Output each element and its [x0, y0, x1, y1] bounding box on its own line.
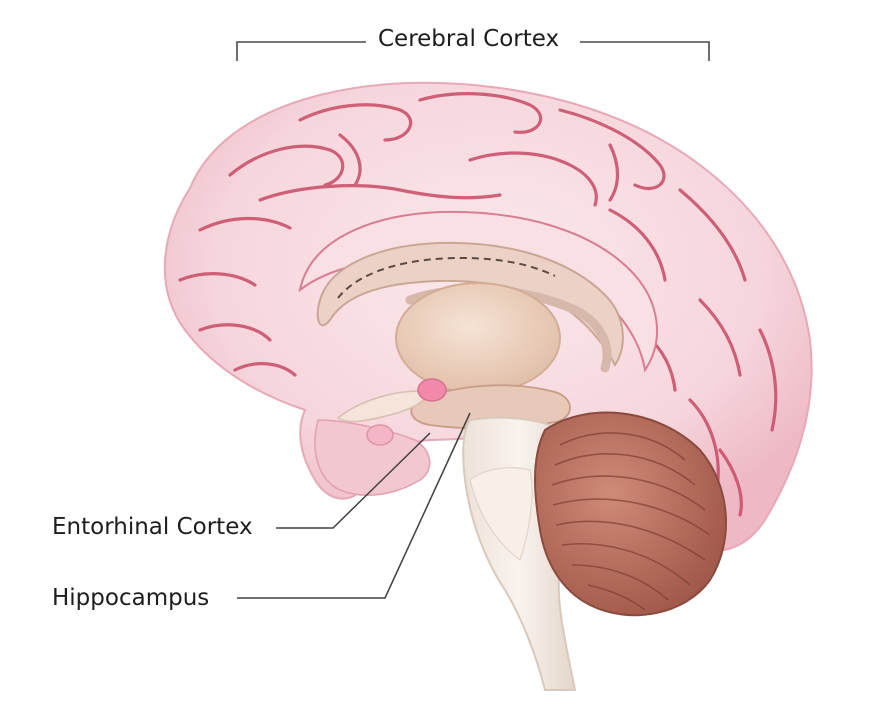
cerebral-cortex-label: Cerebral Cortex — [378, 26, 560, 52]
pons — [469, 467, 533, 561]
entorhinal-cortex-label: Entorhinal Cortex — [52, 514, 253, 540]
sulci — [178, 92, 778, 517]
hippocampus-leader — [237, 412, 471, 599]
hippocampus-label: Hippocampus — [52, 585, 210, 611]
optic-chiasm — [336, 390, 432, 423]
pituitary — [366, 424, 394, 446]
hippocampus-structure — [410, 384, 571, 430]
entorhinal-leader — [276, 432, 431, 529]
cerebellum-folia — [551, 432, 711, 611]
cortex-bracket — [236, 41, 710, 61]
leader-lines — [237, 412, 471, 599]
mammillary-body — [417, 378, 447, 402]
thalamus — [395, 282, 561, 394]
corpus-callosum-dash — [337, 256, 556, 299]
